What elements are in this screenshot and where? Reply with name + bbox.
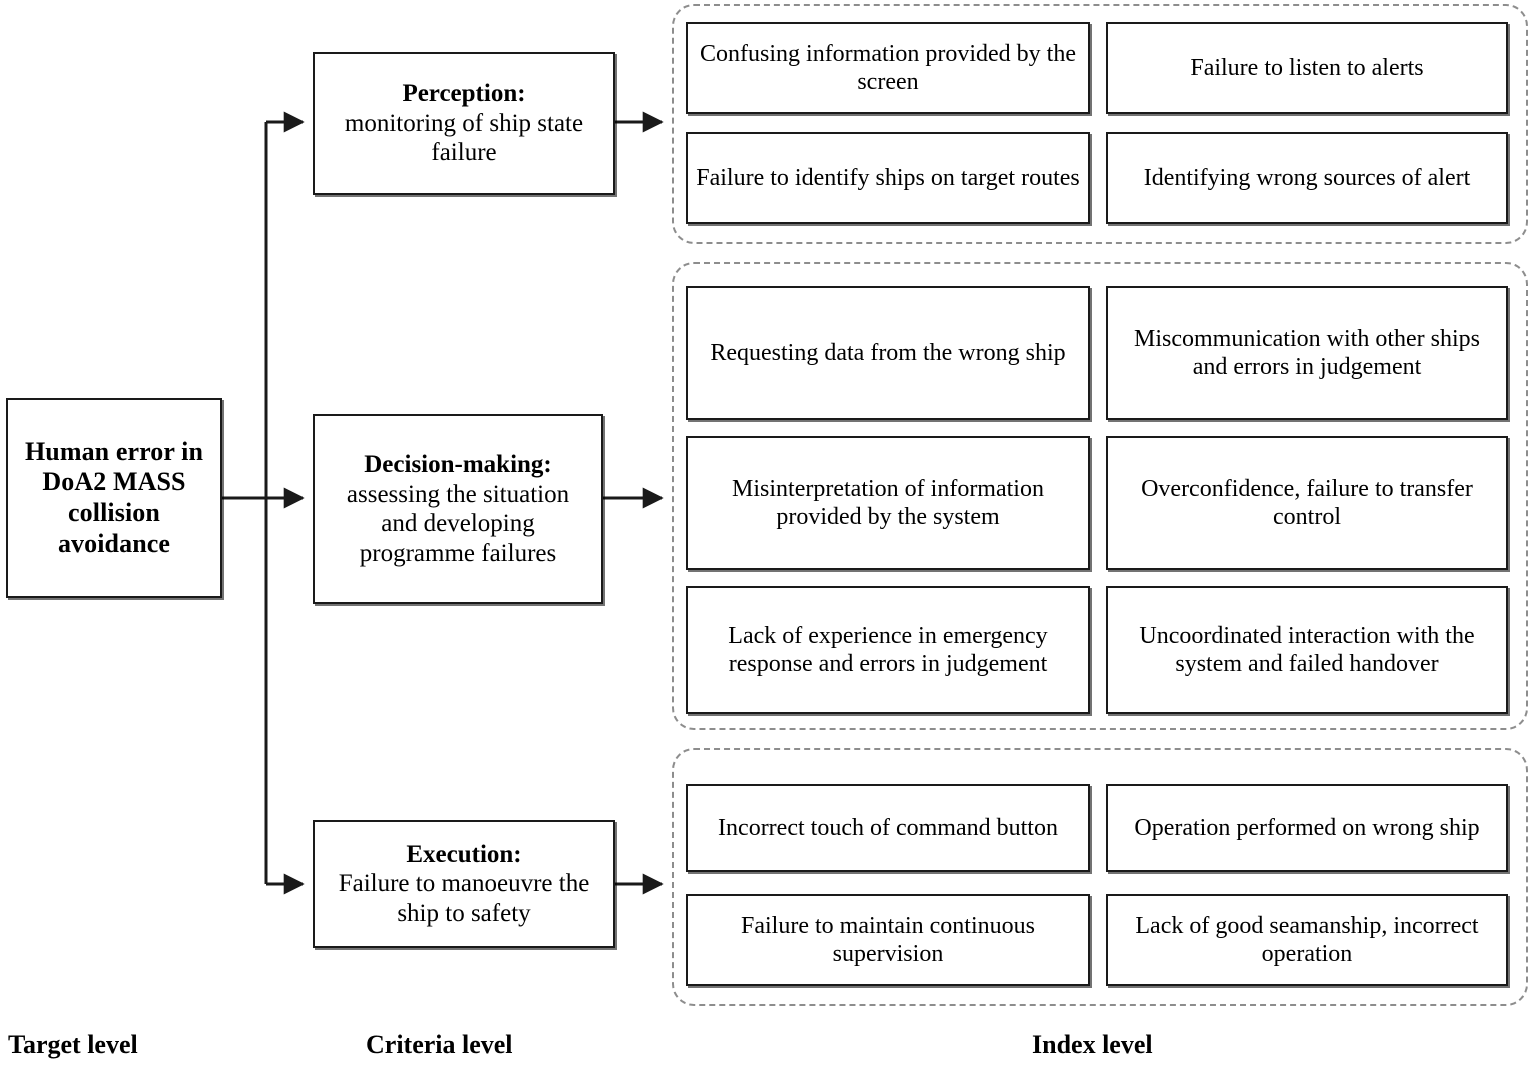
level-label-target: Target level [8, 1030, 138, 1059]
target-node[interactable]: Human error in DoA2 MASS collision avoid… [6, 398, 222, 598]
target-node-label: Human error in DoA2 MASS collision avoid… [24, 436, 204, 558]
criteria-node-execution[interactable]: Execution: Failure to manoeuvre the ship… [313, 820, 615, 948]
index-node-label: Failure to maintain continuous supervisi… [741, 912, 1035, 967]
criteria-node-execution-heading: Execution: [406, 840, 522, 868]
index-node[interactable]: Lack of good seamanship, incorrect opera… [1106, 894, 1508, 986]
index-node[interactable]: Incorrect touch of command button [686, 784, 1090, 872]
index-node-label: Operation performed on wrong ship [1134, 814, 1480, 841]
index-node-label: Failure to identify ships on target rout… [696, 164, 1080, 191]
index-node-label: Misinterpretation of information provide… [732, 475, 1044, 530]
index-node-label: Lack of experience in emergency response… [728, 622, 1048, 677]
index-node[interactable]: Uncoordinated interaction with the syste… [1106, 586, 1508, 714]
level-label-criteria: Criteria level [366, 1030, 513, 1059]
criteria-node-decision-making-body: assessing the situation and developing p… [346, 480, 570, 567]
index-group-decision-making [672, 262, 1528, 730]
index-node-label: Confusing information provided by the sc… [700, 40, 1076, 95]
index-node[interactable]: Overconfidence, failure to transfer cont… [1106, 436, 1508, 570]
criteria-node-decision-making-text: Decision-making: assessing the situation… [315, 450, 601, 568]
index-node-label: Identifying wrong sources of alert [1143, 164, 1471, 191]
index-node[interactable]: Confusing information provided by the sc… [686, 22, 1090, 114]
index-node[interactable]: Failure to maintain continuous supervisi… [686, 894, 1090, 986]
index-node-label: Miscommunication with other ships and er… [1134, 325, 1480, 380]
index-node-label: Uncoordinated interaction with the syste… [1139, 622, 1475, 677]
criteria-node-perception-body: monitoring of ship state failure [344, 109, 584, 167]
level-label-index: Index level [1032, 1030, 1153, 1059]
criteria-node-perception-text: Perception: monitoring of ship state fai… [315, 79, 613, 168]
index-node-label: Lack of good seamanship, incorrect opera… [1135, 912, 1479, 967]
index-node[interactable]: Lack of experience in emergency response… [686, 586, 1090, 714]
index-node[interactable]: Failure to identify ships on target rout… [686, 132, 1090, 224]
criteria-node-execution-text: Execution: Failure to manoeuvre the ship… [315, 840, 613, 929]
index-node[interactable]: Operation performed on wrong ship [1106, 784, 1508, 872]
criteria-node-perception[interactable]: Perception: monitoring of ship state fai… [313, 52, 615, 195]
index-node-label: Failure to listen to alerts [1190, 54, 1424, 81]
criteria-node-decision-making[interactable]: Decision-making: assessing the situation… [313, 414, 603, 604]
index-node[interactable]: Misinterpretation of information provide… [686, 436, 1090, 570]
criteria-node-execution-body: Failure to manoeuvre the ship to safety [338, 870, 590, 927]
criteria-node-perception-heading: Perception: [402, 80, 526, 108]
index-group-perception [672, 4, 1528, 244]
criteria-node-decision-making-heading: Decision-making: [364, 451, 552, 478]
index-group-execution [672, 748, 1528, 1006]
index-node[interactable]: Miscommunication with other ships and er… [1106, 286, 1508, 420]
index-node-label: Requesting data from the wrong ship [710, 339, 1066, 366]
index-node[interactable]: Requesting data from the wrong ship [686, 286, 1090, 420]
index-node-label: Incorrect touch of command button [718, 814, 1058, 841]
index-node-label: Overconfidence, failure to transfer cont… [1141, 475, 1473, 530]
index-node[interactable]: Identifying wrong sources of alert [1106, 132, 1508, 224]
index-node[interactable]: Failure to listen to alerts [1106, 22, 1508, 114]
